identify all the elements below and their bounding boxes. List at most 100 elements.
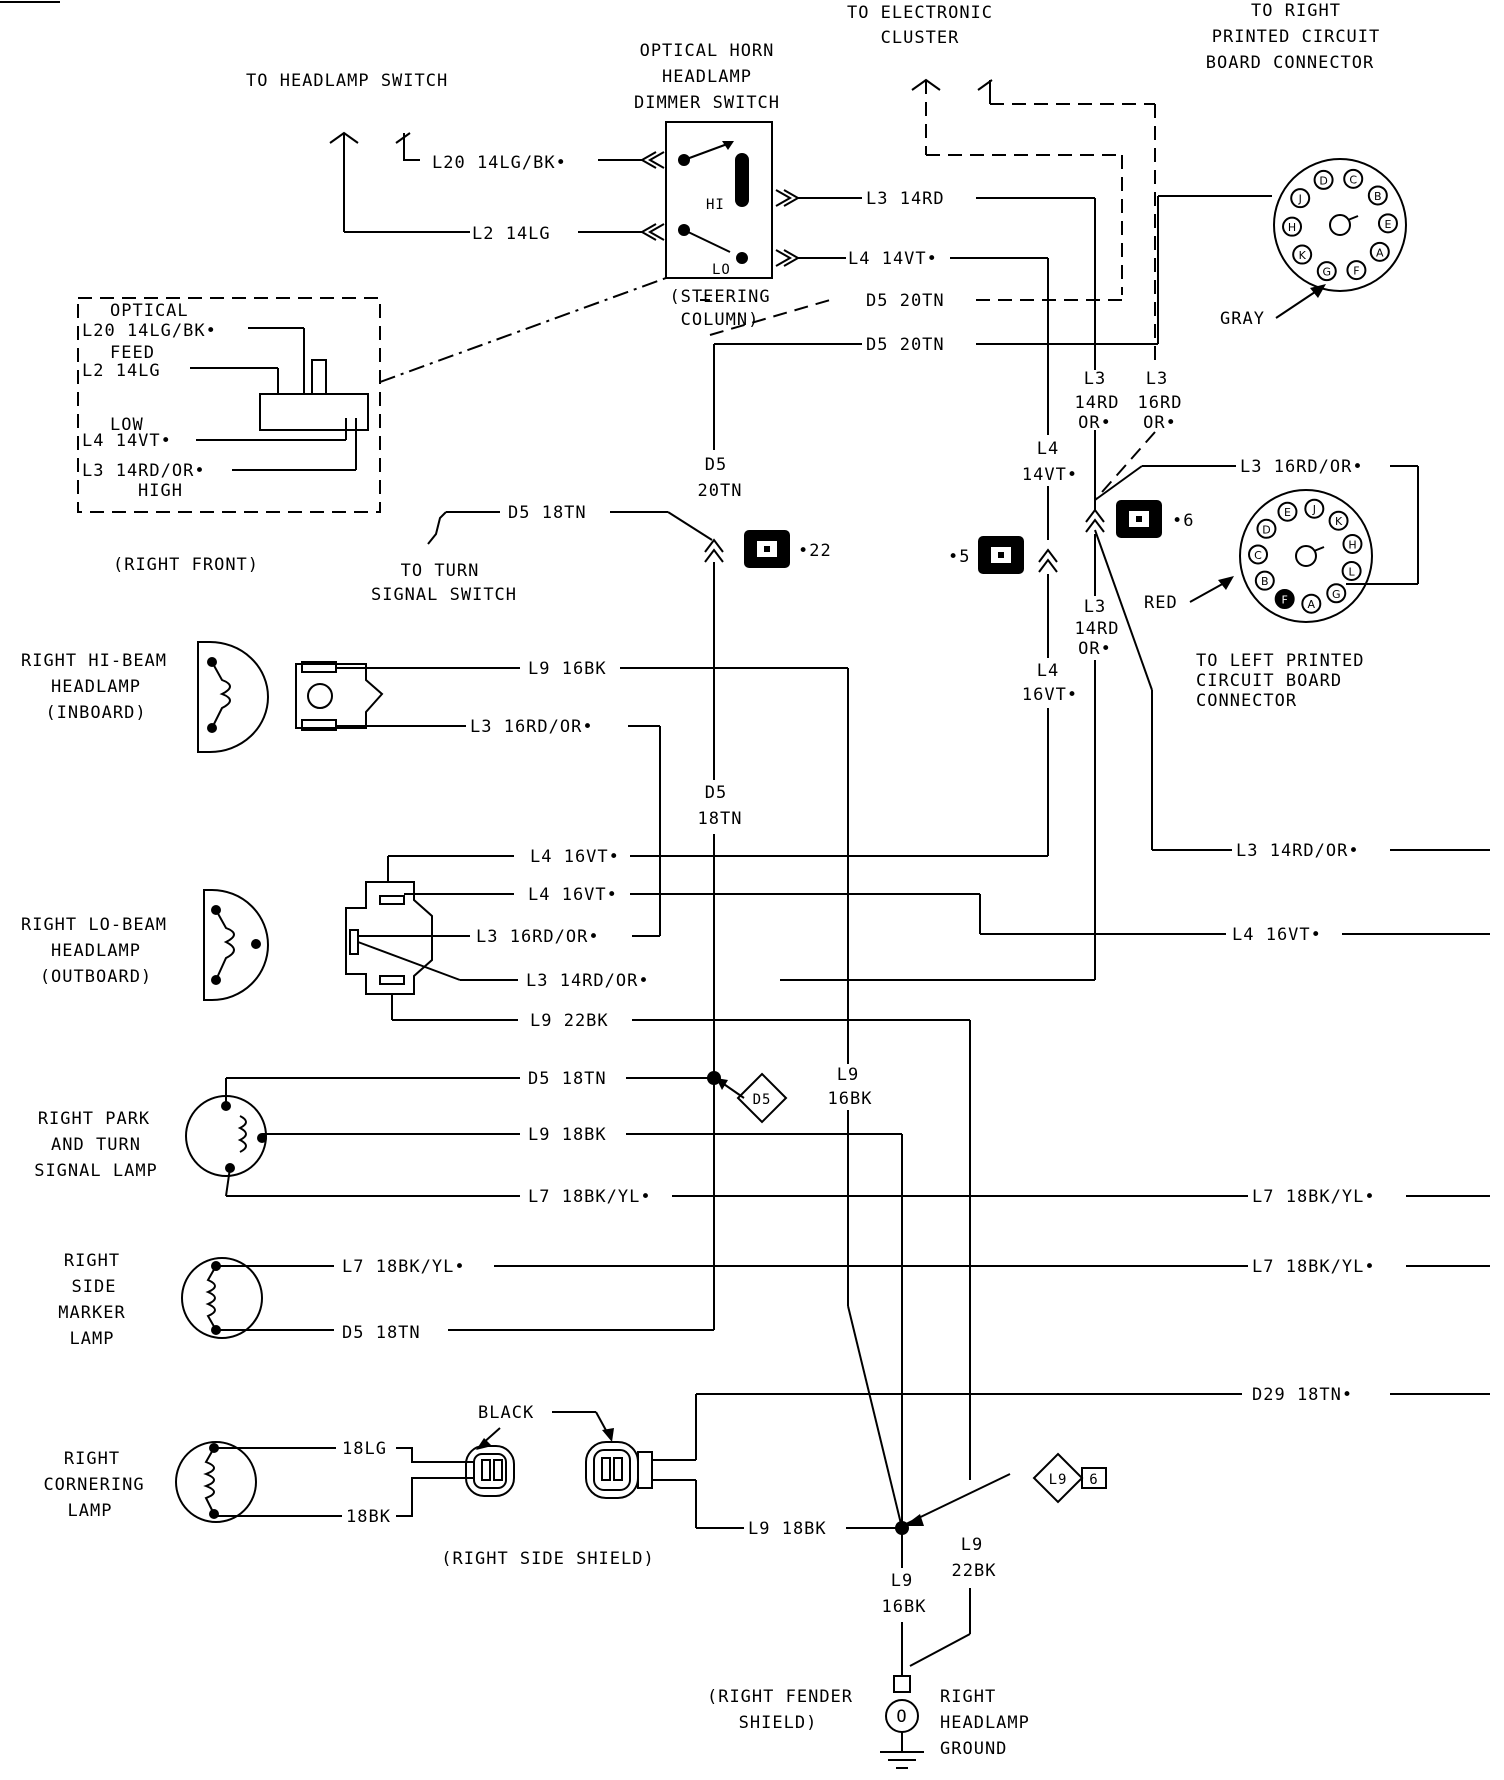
cornering-lamp bbox=[175, 1441, 257, 1523]
to-cluster-label-1: TO ELECTRONIC bbox=[847, 3, 993, 23]
connector-pin bbox=[1328, 510, 1349, 531]
hi-beam-connector bbox=[295, 663, 384, 729]
connector-pin bbox=[1282, 216, 1303, 237]
connector-pin bbox=[1274, 589, 1295, 610]
wire-l7-park-label: L7 18BK/YL• bbox=[528, 1187, 652, 1207]
connector-22-label: •22 bbox=[798, 541, 832, 561]
connector-pin-label: B bbox=[1261, 575, 1269, 588]
marker-label-1: RIGHT bbox=[64, 1251, 120, 1271]
connector-pin-label: D bbox=[1319, 174, 1327, 187]
cornering-label-2: CORNERING bbox=[43, 1475, 144, 1495]
wire-l9-16bk-hi-label: L9 16BK bbox=[528, 659, 607, 679]
connector-pin bbox=[1346, 260, 1367, 281]
to-turn-signal-label-1: TO TURN bbox=[401, 561, 480, 581]
lo-label: LO bbox=[712, 262, 731, 278]
connector-pin-label: A bbox=[1308, 598, 1316, 611]
connector-pin bbox=[1301, 593, 1322, 614]
lo-beam-label-3: (OUTBOARD) bbox=[40, 967, 152, 987]
steering-column-label-1: (STEERING bbox=[669, 287, 770, 307]
connector-chevron bbox=[639, 151, 665, 169]
wire-l4-16vt-v-1: L4 bbox=[1037, 661, 1059, 681]
connector-pin bbox=[1326, 583, 1347, 604]
connector-pin bbox=[1254, 570, 1275, 591]
wire-d5-20tn-v-2: 20TN bbox=[698, 481, 743, 501]
to-left-pcb-label-2: CIRCUIT BOARD bbox=[1196, 671, 1342, 691]
wire-corn-18bk-label: 18BK bbox=[346, 1507, 391, 1527]
wire-l3-14rdor-right-label: L3 14RD/OR• bbox=[1236, 841, 1360, 861]
park-label-1: RIGHT PARK bbox=[38, 1109, 150, 1129]
svg-text:O: O bbox=[896, 1707, 907, 1727]
fender-shield-label-1: (RIGHT FENDER bbox=[707, 1687, 853, 1707]
connector-pin-label: C bbox=[1349, 173, 1357, 186]
side-marker-lamp bbox=[181, 1257, 263, 1339]
connector-pin bbox=[1343, 168, 1364, 189]
connector-pin bbox=[1256, 518, 1277, 539]
park-label-3: SIGNAL LAMP bbox=[34, 1161, 158, 1181]
wire-l9-22bk-lo-label: L9 22BK bbox=[530, 1011, 609, 1031]
connector-pin bbox=[1316, 261, 1337, 282]
terminal-hook bbox=[427, 511, 447, 545]
wire-l3-14rdor-v-1: L3 bbox=[1084, 369, 1106, 389]
connector-pin bbox=[1341, 560, 1362, 581]
inset-w4: L3 14RD/OR• bbox=[82, 461, 206, 481]
l9-splice-label: L9 bbox=[1049, 1472, 1068, 1488]
wire-l9-16bk-gnd-2: 16BK bbox=[882, 1597, 927, 1617]
black-label: BLACK bbox=[478, 1403, 534, 1423]
connector-pin-label: C bbox=[1254, 549, 1262, 562]
wire-d5-20tn-v-1: D5 bbox=[705, 455, 727, 475]
connector-chevron bbox=[639, 223, 665, 241]
left-pcb-connector bbox=[1239, 489, 1373, 623]
wire-l3-16rdor-v-1: L3 bbox=[1146, 369, 1168, 389]
connector-pin bbox=[1313, 169, 1334, 190]
connector-pin-label: K bbox=[1335, 515, 1343, 528]
connector-pin-label: H bbox=[1348, 538, 1356, 551]
wire-l9-22bk-gnd-2: 22BK bbox=[952, 1561, 997, 1581]
dimmer-switch-body bbox=[665, 121, 773, 279]
wire-l20-label: L20 14LG/BK• bbox=[432, 153, 567, 173]
connector-pin bbox=[1290, 188, 1311, 209]
right-side-shield-label: (RIGHT SIDE SHIELD) bbox=[441, 1549, 654, 1569]
wire-l4-14vt-v-1: L4 bbox=[1037, 439, 1059, 459]
wire-d5-18tn-marker-label: D5 18TN bbox=[342, 1323, 421, 1343]
connector-pin bbox=[1277, 501, 1298, 522]
hi-beam-label-1: RIGHT HI-BEAM bbox=[21, 651, 167, 671]
cornering-label-3: LAMP bbox=[68, 1501, 113, 1521]
connector-chevron bbox=[775, 189, 801, 207]
wire-d29-label: D29 18TN• bbox=[1252, 1385, 1353, 1405]
wire-l3-16rdor-h-label: L3 16RD/OR• bbox=[1240, 457, 1364, 477]
wire-l3-14rdor-v-3: OR• bbox=[1078, 413, 1112, 433]
ground-label-2: HEADLAMP bbox=[940, 1713, 1030, 1733]
connector-pin-label: J bbox=[1298, 193, 1302, 206]
connector-pin-label: K bbox=[1299, 249, 1307, 262]
wire-d5-20tn-b-label: D5 20TN bbox=[866, 335, 945, 355]
right-front-label: (RIGHT FRONT) bbox=[113, 555, 259, 575]
wire-l3-14rdor-v2-1: L3 bbox=[1084, 597, 1106, 617]
ground-terminal bbox=[893, 1675, 911, 1693]
wire-l3-14rdor-lo-label: L3 14RD/OR• bbox=[526, 971, 650, 991]
wire-d5-18tn-ts-label: D5 18TN bbox=[508, 503, 587, 523]
inset-connector bbox=[259, 393, 369, 431]
wire-l4-14vt-label: L4 14VT• bbox=[848, 249, 938, 269]
ground-label-3: GROUND bbox=[940, 1739, 1007, 1759]
connector-pin-label: G bbox=[1323, 266, 1332, 279]
connector-pin bbox=[1292, 244, 1313, 265]
connector-pin-label: L bbox=[1349, 565, 1356, 578]
wire-l2-label: L2 14LG bbox=[472, 224, 551, 244]
wire-l9-22bk-gnd-1: L9 bbox=[961, 1535, 983, 1555]
connector-pin-label: G bbox=[1332, 588, 1341, 601]
l9-splice-ref-label: 6 bbox=[1089, 1472, 1098, 1488]
hi-label: HI bbox=[706, 197, 725, 213]
connector-pin-label: J bbox=[1312, 503, 1316, 516]
inset-high: HIGH bbox=[138, 481, 183, 501]
connector-5 bbox=[978, 536, 1024, 574]
connector-pin-label: B bbox=[1374, 190, 1382, 203]
connector-pin-label: F bbox=[1353, 265, 1359, 278]
ground-label-1: RIGHT bbox=[940, 1687, 996, 1707]
wire-l7-marker-right-label: L7 18BK/YL• bbox=[1252, 1257, 1376, 1277]
lo-beam-headlamp bbox=[203, 889, 269, 1001]
park-label-2: AND TURN bbox=[51, 1135, 141, 1155]
dimmer-label-1: OPTICAL HORN bbox=[640, 41, 775, 61]
wire-l9-18bk-shield-label: L9 18BK bbox=[748, 1519, 827, 1539]
